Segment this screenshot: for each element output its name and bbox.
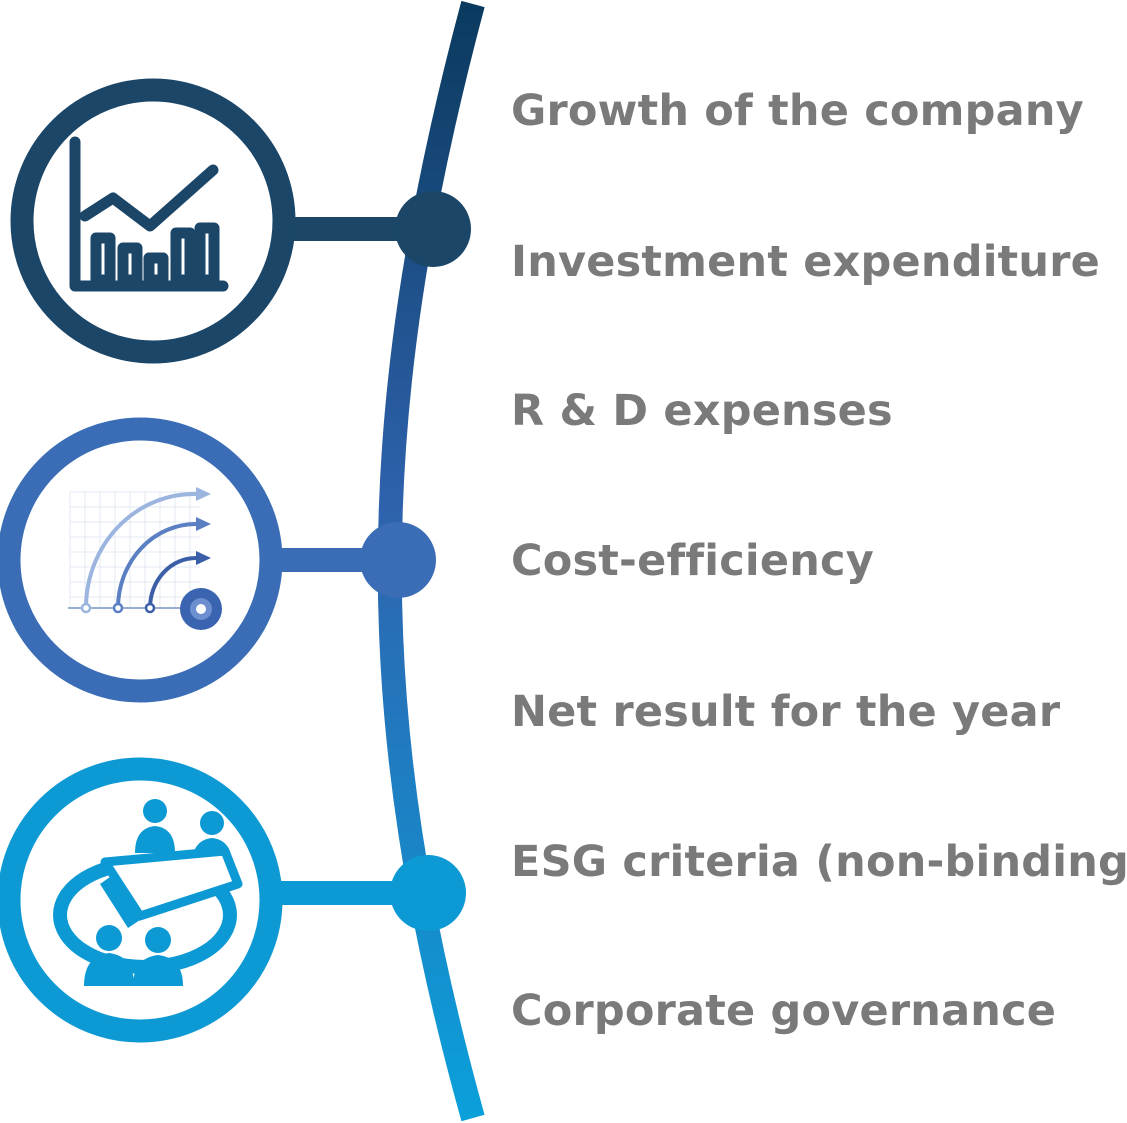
meeting-table-icon: [53, 799, 243, 986]
criterion-label-investment: Investment expenditure: [511, 237, 1100, 287]
node-governance: [0, 757, 466, 1043]
criterion-label-esg: ESG criteria (non-binding): [511, 837, 1127, 887]
progress-arcs-icon: [68, 487, 222, 630]
growth-chart-icon: [69, 136, 229, 292]
criterion-label-cost-efficiency: Cost-efficiency: [511, 536, 874, 586]
criterion-label-rnd: R & D expenses: [511, 386, 893, 436]
criterion-label-growth: Growth of the company: [511, 86, 1084, 136]
node-dot: [390, 855, 466, 931]
criterion-label-net-result: Net result for the year: [511, 687, 1061, 737]
node-growth: [10, 78, 471, 364]
criterion-label-governance: Corporate governance: [511, 986, 1057, 1036]
node-dot: [395, 191, 471, 267]
node-dot: [360, 522, 436, 598]
node-cost-efficiency: [0, 417, 436, 703]
